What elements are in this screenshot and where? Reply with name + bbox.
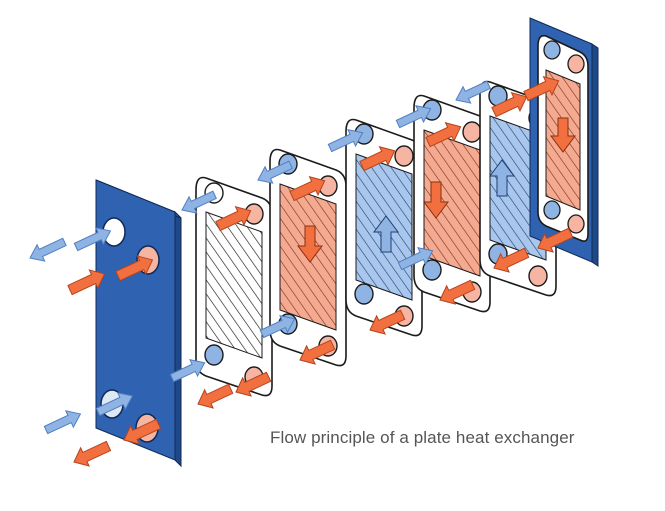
heat-transfer-plate-2 (269, 148, 347, 367)
port-hole-icon (354, 283, 374, 305)
orange-arrow-icon (523, 76, 560, 102)
blue-arrow-icon (73, 227, 112, 252)
arrow-up-icon (489, 159, 515, 197)
frame-plate-right (529, 17, 599, 267)
orange-arrow-icon (491, 92, 528, 118)
port-hole-icon (394, 145, 414, 167)
figure-caption: Flow principle of a plate heat exchanger (270, 428, 575, 447)
orange-arrow-icon (439, 279, 476, 305)
frame-plate-left (95, 179, 182, 468)
orange-arrow-icon (537, 227, 574, 253)
orange-arrow-icon (115, 255, 154, 282)
port-hole-icon (204, 344, 224, 366)
orange-arrow-icon (289, 176, 326, 202)
blue-arrow-icon (257, 160, 293, 184)
arrow-up-icon (373, 215, 399, 253)
port-hole-icon (543, 200, 561, 220)
heat-transfer-plate-3 (345, 118, 423, 337)
port-hole-icon (528, 265, 548, 287)
orange-arrow-icon (215, 206, 252, 232)
orange-arrow-icon (359, 146, 396, 172)
orange-arrow-icon (67, 269, 106, 296)
orange-arrow-icon (299, 339, 336, 365)
port-hole-icon (543, 40, 561, 60)
orange-arrow-icon (235, 371, 272, 397)
blue-arrow-icon (395, 105, 432, 129)
heat-transfer-plate-4 (413, 94, 491, 313)
blue-arrow-icon (181, 190, 217, 214)
blue-arrow-icon (29, 237, 67, 262)
port-hole-icon (567, 54, 585, 74)
blue-arrow-icon (43, 410, 82, 435)
blue-arrow-icon (259, 315, 296, 339)
blue-arrow-icon (397, 247, 434, 271)
orange-arrow-icon (123, 418, 162, 445)
heat-transfer-plate-1 (195, 176, 273, 397)
orange-arrow-icon (425, 122, 462, 148)
orange-arrow-icon (369, 309, 406, 335)
arrow-down-icon (423, 181, 449, 219)
port-hole-icon (462, 121, 482, 143)
orange-arrow-icon (73, 440, 112, 467)
arrow-down-icon (550, 117, 576, 153)
blue-arrow-icon (169, 359, 206, 383)
port-hole-icon (567, 214, 585, 234)
arrow-down-icon (297, 225, 323, 263)
orange-arrow-icon (493, 247, 530, 273)
blue-arrow-icon (95, 392, 134, 417)
port-hole-icon (422, 259, 442, 281)
blue-arrow-icon (455, 80, 491, 104)
orange-arrow-icon (197, 383, 234, 409)
blue-arrow-icon (327, 129, 364, 153)
